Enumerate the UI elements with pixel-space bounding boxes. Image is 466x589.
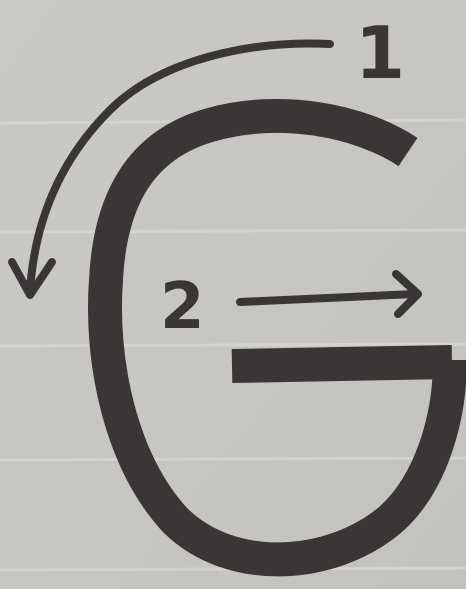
ruled-line bbox=[0, 456, 466, 462]
curved-arrow-shaft bbox=[26, 39, 334, 294]
curved-arrow-head-icon bbox=[8, 258, 56, 299]
stroke-two-arrow bbox=[236, 270, 422, 318]
stroke-number-two: 2 bbox=[160, 270, 205, 344]
straight-arrow-shaft bbox=[236, 290, 419, 306]
ruled-line bbox=[0, 228, 466, 234]
ruled-line bbox=[0, 342, 466, 348]
letter-g-curve bbox=[87, 99, 466, 577]
ruled-lines bbox=[0, 118, 466, 572]
stroke-one-arrow bbox=[8, 39, 334, 299]
stroke-number-one: 1 bbox=[355, 11, 405, 95]
letter-g-crossbar bbox=[231, 345, 453, 383]
straight-arrow-head-icon bbox=[392, 270, 422, 318]
